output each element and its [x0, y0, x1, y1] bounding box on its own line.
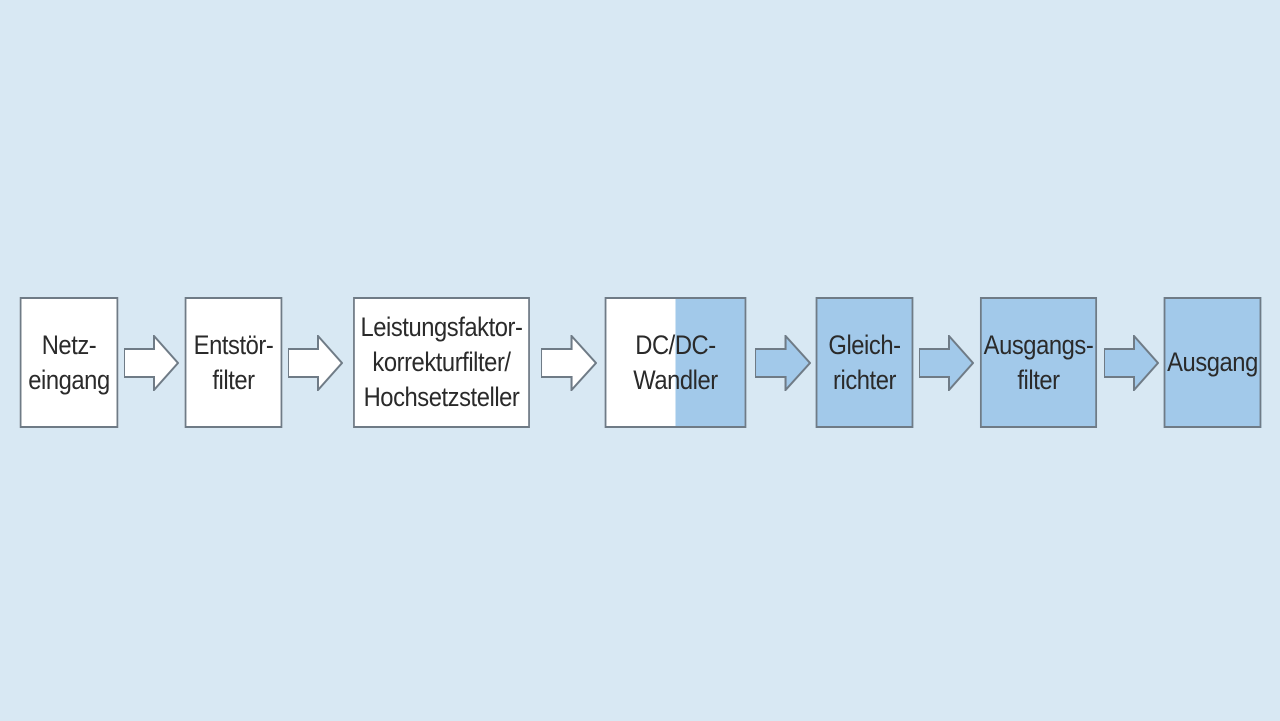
- arrow-ausgangsfilter-to-ausgang: [1104, 335, 1159, 391]
- block-gleichrichter-label: Gleich- richter: [828, 329, 901, 395]
- block-leistungsfaktor-korrekturfilter-label: Leistungsfaktor- korrekturfilter/ Hochse…: [360, 312, 523, 412]
- block-ausgang-label: Ausgang: [1167, 347, 1258, 377]
- block-ausgangsfilter: Ausgangs- filter: [979, 297, 1098, 428]
- block-ausgangsfilter-label: Ausgangs- filter: [983, 329, 1094, 395]
- arrow-entstoerfilter-to-pfc: [288, 335, 343, 391]
- block-dcdc-wandler: DC/DC- Wandler: [604, 297, 747, 428]
- block-netzeingang-label: Netz- eingang: [28, 329, 110, 395]
- block-entstoerfilter-label: Entstör- filter: [193, 329, 274, 395]
- arrow-gleichrichter-to-ausgangsfilter: [919, 335, 974, 391]
- arrow-netzeingang-to-entstoerfilter: [124, 335, 179, 391]
- block-ausgang: Ausgang: [1163, 297, 1262, 428]
- block-leistungsfaktor-korrekturfilter: Leistungsfaktor- korrekturfilter/ Hochse…: [353, 297, 530, 428]
- block-gleichrichter: Gleich- richter: [815, 297, 914, 428]
- arrow-pfc-to-dcdc: [541, 335, 597, 391]
- block-dcdc-wandler-label: DC/DC- Wandler: [633, 329, 718, 395]
- arrow-dcdc-to-gleichrichter: [755, 335, 811, 391]
- block-netzeingang: Netz- eingang: [19, 297, 119, 428]
- block-entstoerfilter: Entstör- filter: [184, 297, 283, 428]
